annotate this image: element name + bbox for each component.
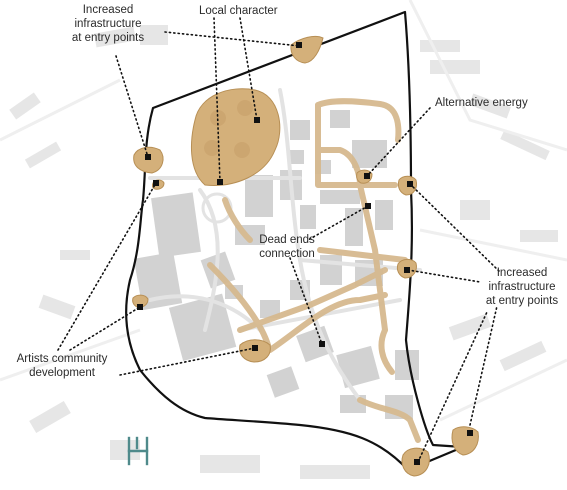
marker [467,430,473,436]
leader-infra-right-c [469,305,498,426]
marker [217,179,223,185]
marker [365,203,371,209]
leader-artists-b [69,306,141,351]
label-alternative-energy: Alternative energy [435,97,528,109]
marker [254,117,260,123]
local-character-zone [191,88,281,186]
pedestrian-paths [207,98,421,443]
label-local-character: Local character [199,5,278,17]
entry-zone-top [290,35,324,64]
marker [364,173,370,179]
marker [414,459,420,465]
leader-lines [57,17,501,463]
marker [404,267,410,273]
leader-infra-right-b [407,269,481,283]
entry-zone-bottom-right-1 [451,426,479,456]
label-infra-right: Increased infrastructure at entry points [485,267,559,307]
leader-local-character-a [239,17,258,121]
marker [153,180,159,186]
leader-dead-ends-a [307,205,369,241]
label-dead-ends: Dead ends connection [259,234,315,260]
site-buildings [133,110,419,419]
marker [252,345,258,351]
marker [319,341,325,347]
context-streets [0,0,567,422]
leader-artists-a [57,182,157,351]
leader-dead-ends-b [289,257,323,345]
entry-zone-left [133,146,164,174]
small-zone-southwest [132,294,149,308]
intervention-zones [132,35,479,477]
character-zone-blobs [204,100,253,158]
context-buildings [9,25,558,479]
label-artists: Artists community development [16,353,108,379]
monogram-logo [127,436,149,466]
leader-infra-right-a [409,183,501,273]
marker [296,42,302,48]
anchor-markers [137,42,473,465]
marker [137,304,143,310]
leader-infra-top-b [115,55,149,158]
leader-local-character-b [213,17,221,183]
leader-infra-right-d [417,311,488,463]
marker [145,154,151,160]
site-boundary [125,10,465,472]
leader-infra-top-a [164,31,301,47]
label-infra-top: Increased infrastructure at entry points [71,4,145,44]
leader-artists-c [119,347,256,376]
marker [407,181,413,187]
